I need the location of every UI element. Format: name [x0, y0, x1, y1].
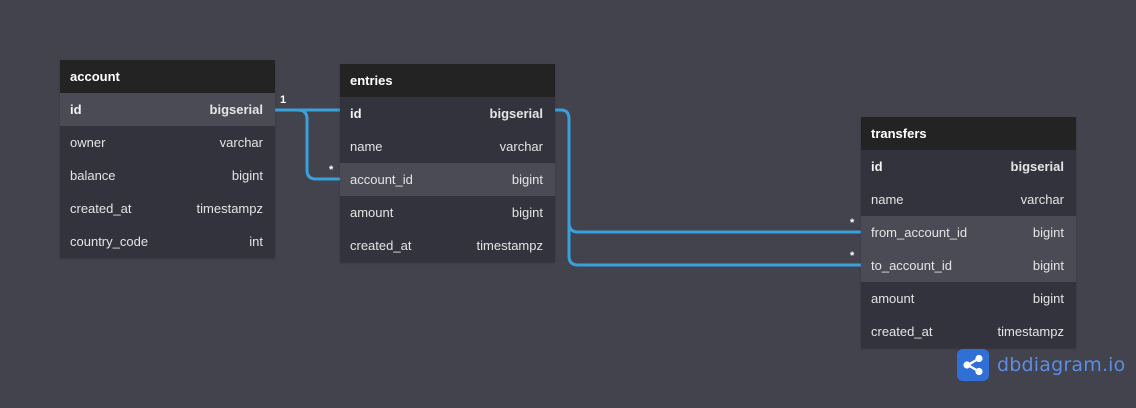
field-type: timestampz	[196, 201, 263, 216]
field-name: balance	[70, 168, 116, 183]
cardinality-many: *	[329, 164, 334, 176]
field-type: int	[249, 234, 263, 249]
field-type: bigint	[511, 205, 543, 220]
field-name: created_at	[350, 238, 412, 253]
link-entries-id-to-to-account-id	[567, 223, 861, 267]
field-type: bigserial	[1010, 159, 1064, 174]
field-type: bigint	[1032, 291, 1064, 306]
field-type: varchar	[499, 139, 543, 154]
field-name: created_at	[70, 201, 132, 216]
field-name: id	[70, 102, 82, 117]
link-entries-id-to-from-account-id	[555, 108, 861, 234]
table-field-amount[interactable]: amount bigint	[861, 282, 1076, 315]
dbdiagram-logo[interactable]: dbdiagram.io	[957, 349, 1125, 381]
field-name: account_id	[350, 172, 413, 187]
field-name: amount	[350, 205, 394, 220]
table-field-id[interactable]: id bigserial	[340, 97, 555, 130]
field-type: bigserial	[209, 102, 263, 117]
share-nodes-icon	[957, 349, 989, 381]
field-type: bigint	[231, 168, 263, 183]
table-field-created-at[interactable]: created_at timestampz	[60, 192, 275, 225]
table-header[interactable]: account	[60, 60, 275, 93]
table-field-amount[interactable]: amount bigint	[340, 196, 555, 229]
table-transfers[interactable]: transfers id bigserial name varchar from…	[861, 117, 1076, 348]
field-type: bigint	[1032, 258, 1064, 273]
field-type: varchar	[1020, 192, 1064, 207]
table-field-created-at[interactable]: created_at timestampz	[340, 229, 555, 262]
field-type: bigint	[511, 172, 543, 187]
table-field-balance[interactable]: balance bigint	[60, 159, 275, 192]
field-type: bigserial	[489, 106, 543, 121]
field-type: timestampz	[997, 324, 1064, 339]
field-name: id	[350, 106, 362, 121]
field-name: name	[871, 192, 904, 207]
table-field-id[interactable]: id bigserial	[861, 150, 1076, 183]
table-entries[interactable]: entries id bigserial name varchar accoun…	[340, 64, 555, 262]
table-field-account-id[interactable]: account_id bigint	[340, 163, 555, 196]
field-name: from_account_id	[871, 225, 968, 240]
brand-name: dbdiagram	[997, 354, 1102, 376]
cardinality-one: 1	[280, 94, 287, 106]
table-header[interactable]: entries	[340, 64, 555, 97]
brand-suffix: .io	[1101, 354, 1126, 376]
field-name: to_account_id	[871, 258, 952, 273]
field-type: bigint	[1032, 225, 1064, 240]
field-name: amount	[871, 291, 915, 306]
table-field-name[interactable]: name varchar	[861, 183, 1076, 216]
table-field-created-at[interactable]: created_at timestampz	[861, 315, 1076, 348]
brand-wordmark: dbdiagram.io	[997, 354, 1125, 376]
table-account[interactable]: account id bigserial owner varchar balan…	[60, 60, 275, 258]
table-field-name[interactable]: name varchar	[340, 130, 555, 163]
table-field-from-account-id[interactable]: from_account_id bigint	[861, 216, 1076, 249]
table-field-owner[interactable]: owner varchar	[60, 126, 275, 159]
field-name: owner	[70, 135, 106, 150]
table-field-to-account-id[interactable]: to_account_id bigint	[861, 249, 1076, 282]
field-type: timestampz	[476, 238, 543, 253]
table-header[interactable]: transfers	[861, 117, 1076, 150]
field-name: country_code	[70, 234, 149, 249]
field-name: name	[350, 139, 383, 154]
field-name: id	[871, 159, 883, 174]
cardinality-many: *	[850, 217, 855, 229]
table-field-country-code[interactable]: country_code int	[60, 225, 275, 258]
field-type: varchar	[219, 135, 263, 150]
table-field-id[interactable]: id bigserial	[60, 93, 275, 126]
field-name: created_at	[871, 324, 933, 339]
cardinality-many: *	[850, 250, 855, 262]
